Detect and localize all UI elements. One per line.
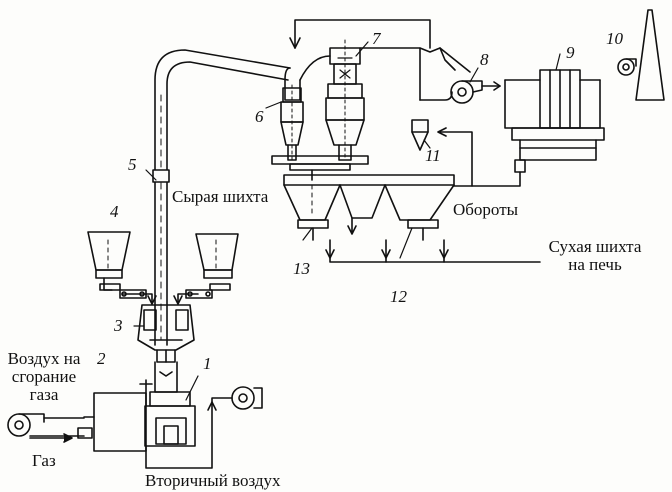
hopper-left (87, 231, 157, 305)
cyclone-link (299, 55, 331, 81)
label-number-11: 11 (425, 146, 441, 165)
label-dry-charge: Сухая шихта на печь (520, 238, 670, 274)
discharge-collector (271, 155, 369, 181)
mixer-3 (137, 304, 195, 363)
return-duct (289, 19, 471, 101)
label-dry-charge-line2: на печь (568, 254, 622, 274)
cyclone-6 (280, 67, 304, 161)
fan-secondary-air (145, 386, 263, 469)
label-combustion-air-line3: газа (29, 384, 59, 404)
riser-pipe (152, 49, 291, 346)
cyclone-7 (325, 39, 365, 161)
label-combustion-air-line2: сгорание (11, 366, 77, 386)
dry-charge-line (325, 217, 541, 263)
label-secondary-air: Вторичный воздух (145, 471, 281, 490)
label-number-1: 1 (203, 354, 212, 373)
label-gas: Газ (32, 451, 56, 470)
label-combustion-air-line1: Воздух на (7, 349, 81, 368)
label-number-12: 12 (390, 287, 407, 306)
label-returns: Обороты (453, 200, 519, 219)
combustion-chamber-2 (77, 392, 147, 452)
chimney (635, 9, 665, 101)
gas-arrow (29, 433, 73, 443)
fan-combustion-air (7, 413, 85, 437)
returns-line (437, 127, 521, 187)
hopper-right (173, 233, 239, 305)
bunker-group (283, 174, 455, 241)
fan-10 (617, 58, 637, 76)
label-number-13: 13 (293, 259, 310, 278)
electrofilter-9 (504, 69, 605, 173)
label-number-6: 6 (255, 107, 264, 126)
leader-lines (133, 41, 561, 401)
label-combustion-air: Воздух на сгорание газа (0, 350, 88, 404)
feeder-11 (411, 119, 429, 151)
label-number-2: 2 (97, 349, 106, 368)
label-number-4: 4 (110, 202, 119, 221)
label-number-3: 3 (114, 316, 123, 335)
label-raw-charge: Сырая шихта (172, 187, 269, 206)
label-number-10: 10 (606, 29, 623, 48)
label-number-5: 5 (128, 155, 137, 174)
furnace-1 (139, 361, 196, 447)
fan-8 (419, 80, 501, 104)
label-dry-charge-line1: Сухая шихта (548, 237, 642, 256)
label-number-9: 9 (566, 43, 575, 62)
label-number-8: 8 (480, 50, 489, 69)
label-number-7: 7 (372, 29, 381, 48)
